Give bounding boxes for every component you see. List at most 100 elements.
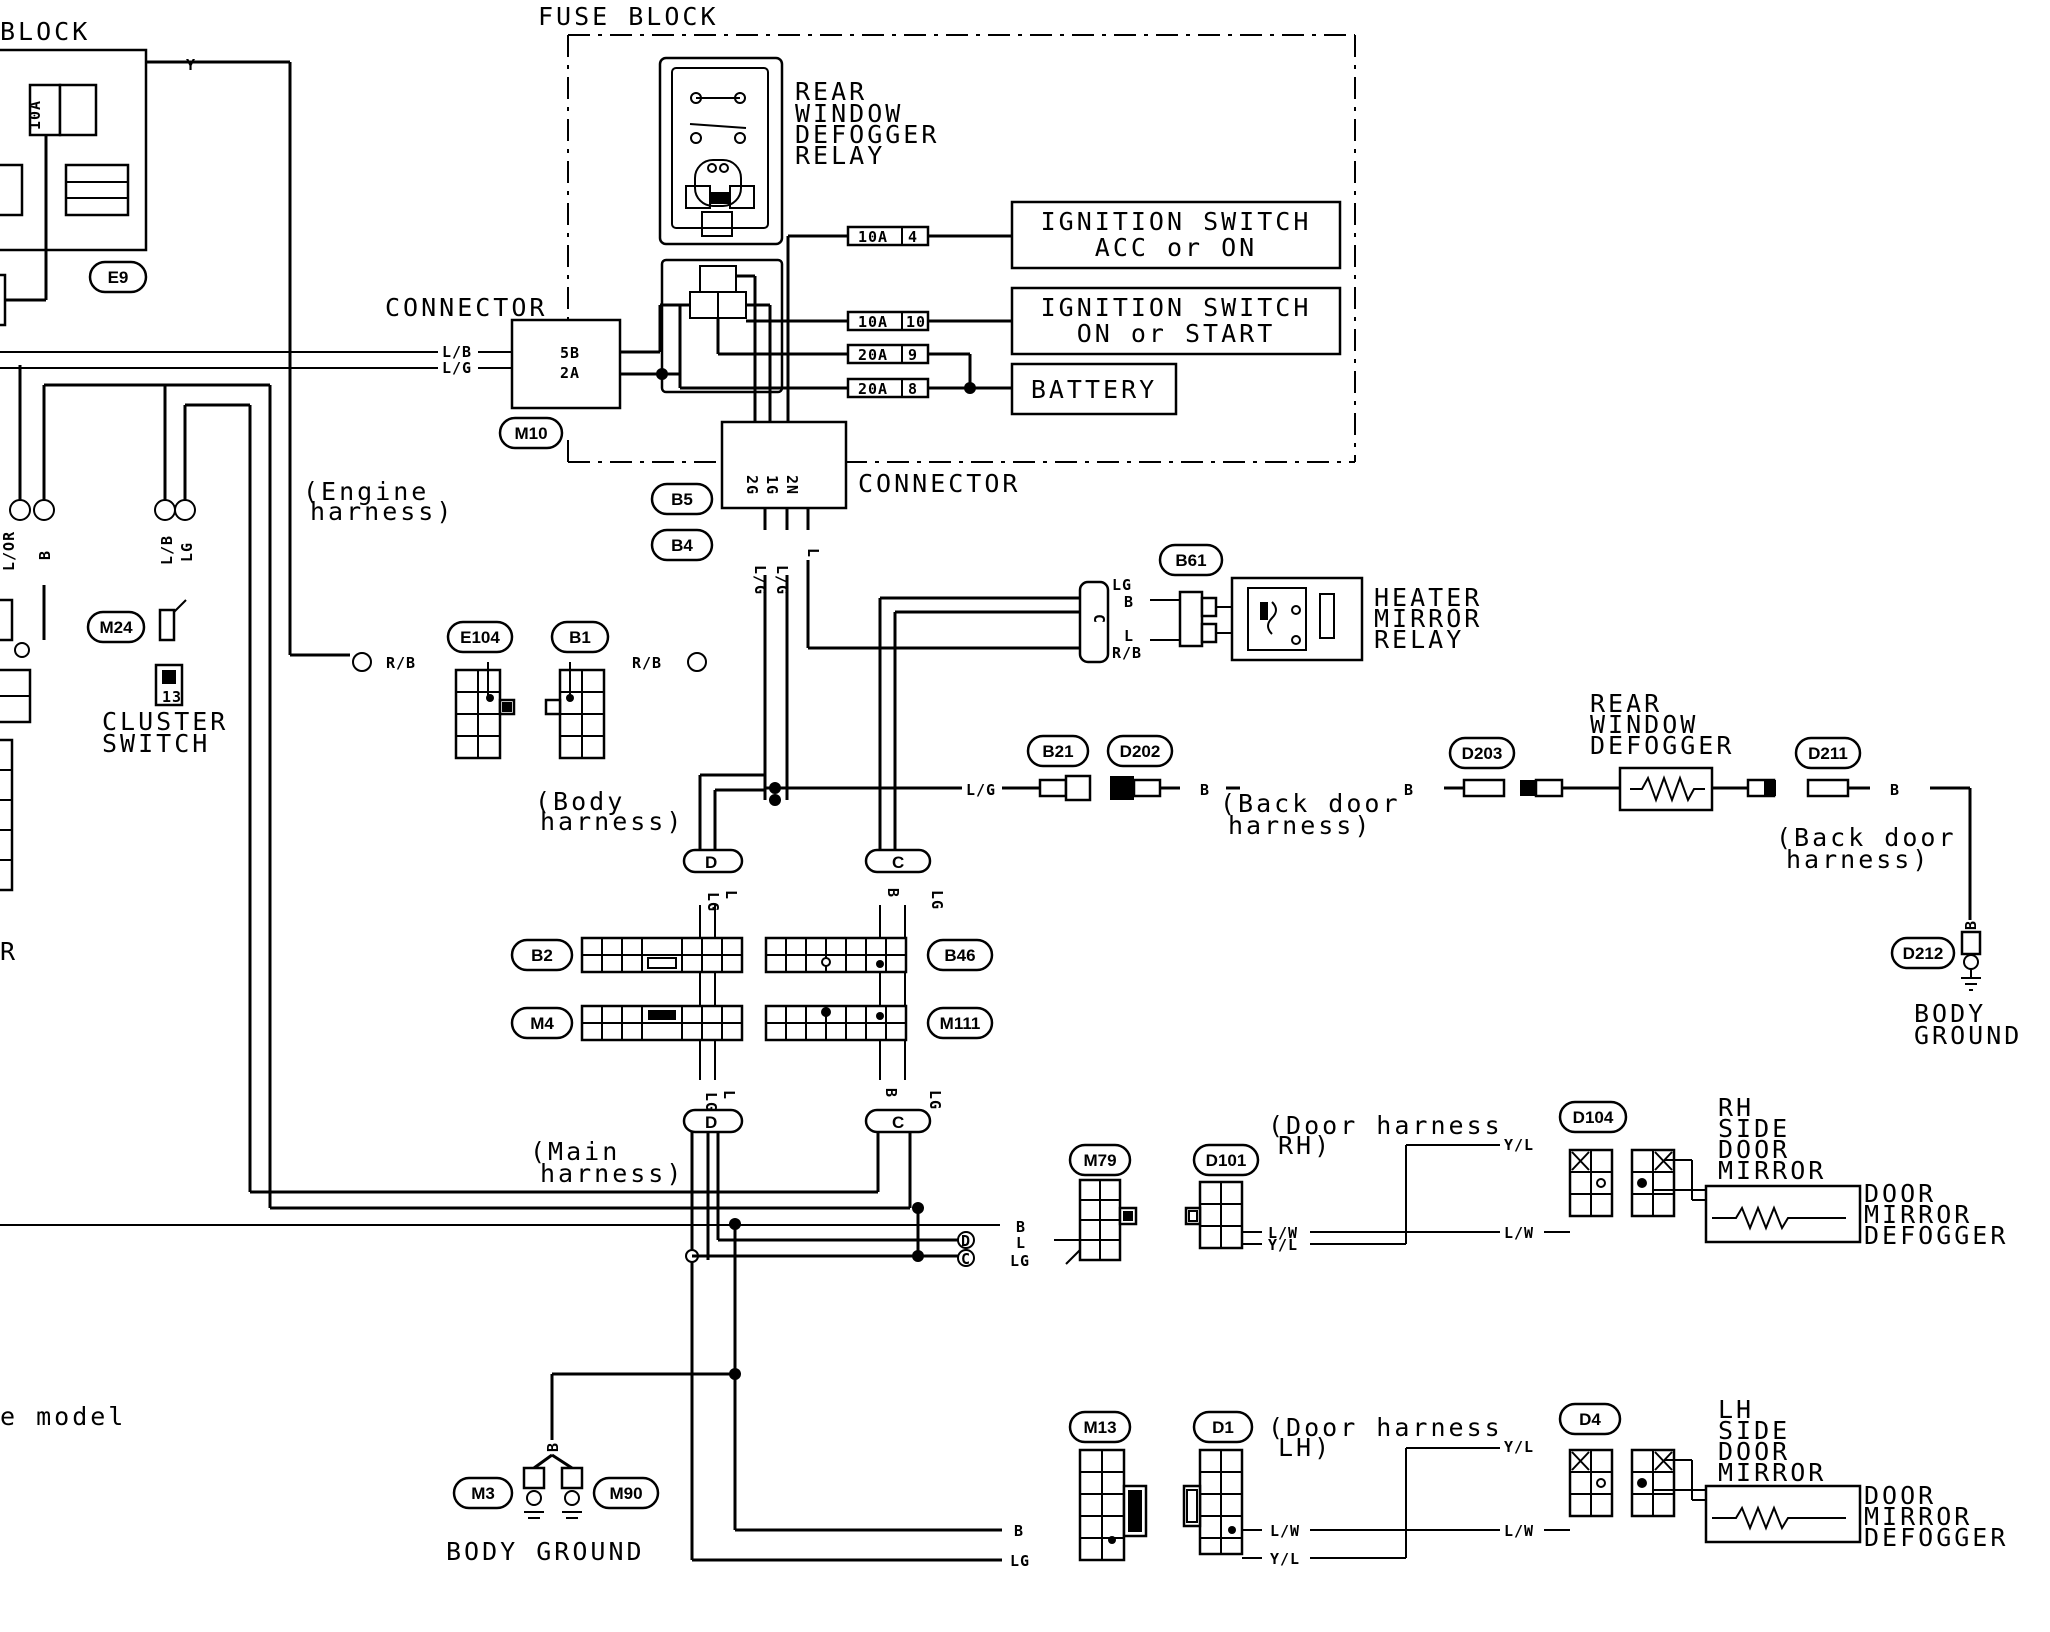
svg-text:B46: B46 — [944, 946, 975, 965]
wire-d1-yl-label: Y/L — [1270, 1550, 1300, 1568]
door-rh-label-1: (Door harness — [1268, 1111, 1503, 1140]
svg-text:B2: B2 — [531, 946, 553, 965]
d104-connector — [1568, 1148, 1676, 1218]
back-door-1-label-2: harness) — [1228, 811, 1372, 840]
m24-connector-tag: M24 — [86, 610, 146, 644]
wire-c-b2-label: B — [882, 1088, 900, 1098]
rear-relay-label-4: RELAY — [795, 141, 885, 170]
plug-c-lower — [864, 1108, 932, 1134]
wire-lor-label: L/OR — [0, 531, 18, 571]
engine-harness-label-1: (Engine — [303, 477, 429, 506]
m10-connector-tag: M10 — [498, 416, 564, 450]
svg-text:9: 9 — [908, 346, 918, 364]
b61-lg-label: LG — [1112, 576, 1132, 594]
wire-d-l1-label: L — [722, 890, 740, 900]
door-lh-label-2: LH) — [1278, 1433, 1332, 1462]
main-harness-label-2: harness) — [540, 1159, 684, 1188]
body-ground-left-label: BODY GROUND — [446, 1537, 645, 1566]
rh-mirror-label-1: RH — [1718, 1093, 1754, 1122]
rear-defogger-relay — [658, 56, 784, 246]
cluster-switch-label-2: SWITCH — [102, 729, 210, 758]
block-partial-label: BLOCK — [0, 17, 90, 46]
heater-relay-label-2: MIRROR — [1374, 604, 1482, 633]
svg-text:BATTERY: BATTERY — [1031, 375, 1157, 404]
svg-text:ON or START: ON or START — [1077, 319, 1276, 348]
ignition-switch-acc-on: IGNITION SWITCH ACC or ON — [1010, 200, 1342, 270]
back-door-2-label-2: harness) — [1786, 845, 1930, 874]
svg-text:2N: 2N — [783, 475, 801, 495]
svg-text:D104: D104 — [1573, 1108, 1614, 1127]
svg-text:1G: 1G — [763, 475, 781, 495]
lh-mirror-label-2: SIDE — [1718, 1416, 1790, 1445]
m4-connector — [580, 1004, 744, 1042]
ignition-switch-on-start: IGNITION SWITCH ON or START — [1010, 286, 1342, 356]
b2-connector — [580, 936, 744, 974]
door-mirror-def-rh-label-1: DOOR — [1864, 1179, 1936, 1208]
wire-d101-yl-label: Y/L — [1268, 1236, 1298, 1254]
rear-window-defogger — [1618, 766, 1714, 812]
svg-text:B21: B21 — [1042, 742, 1073, 761]
wire-lb2-label: L/B — [158, 535, 176, 565]
back-door-1-label-1: (Back door — [1220, 789, 1401, 818]
m90-connector-tag: M90 — [592, 1476, 660, 1510]
cluster-switch-connector — [154, 663, 184, 707]
door-mirror-def-rh-label-3: DEFOGGER — [1864, 1221, 2008, 1250]
svg-text:10A: 10A — [858, 228, 888, 246]
left-relay-slot — [58, 83, 98, 137]
model-partial-label: e model — [0, 1402, 126, 1431]
b1-connector-tag: B1 — [550, 620, 610, 654]
svg-text:D202: D202 — [1120, 742, 1161, 761]
d4-connector — [1568, 1448, 1676, 1518]
d1-connector-tag: D1 — [1192, 1410, 1254, 1444]
svg-text:D212: D212 — [1903, 944, 1944, 963]
svg-text:20A: 20A — [858, 380, 888, 398]
wire-b-back2-label: B — [1404, 781, 1414, 799]
svg-text:10A: 10A — [858, 313, 888, 331]
svg-text:E104: E104 — [460, 628, 500, 647]
left-block-slot-a — [64, 163, 130, 217]
svg-text:IGNITION SWITCH: IGNITION SWITCH — [1041, 293, 1312, 322]
wire-rb1-label: R/B — [386, 654, 416, 672]
back-door-2-label-1: (Back door — [1776, 823, 1957, 852]
wire-d4-lw-label: L/W — [1504, 1522, 1534, 1540]
svg-text:2G: 2G — [743, 475, 761, 495]
b1-connector — [544, 668, 606, 760]
body-harness-label-1: (Body — [535, 787, 625, 816]
wire-b-back1-label: B — [1200, 781, 1210, 799]
svg-text:B1: B1 — [569, 628, 591, 647]
wire-d-lg1-label: LG — [704, 892, 722, 912]
d203-connector-tag: D203 — [1448, 736, 1516, 770]
b4-connector-tag: B4 — [650, 528, 714, 562]
b46-connector — [764, 936, 908, 974]
rear-relay-label-1: REAR — [795, 77, 867, 106]
wire-m79-lg-label: LG — [1010, 1252, 1030, 1270]
b61-b-label: B — [1124, 593, 1134, 611]
m79-connector — [1078, 1178, 1138, 1262]
wire-d104-lw-label: L/W — [1504, 1224, 1534, 1242]
svg-text:D211: D211 — [1808, 744, 1848, 763]
wire-d104-yl-label: Y/L — [1504, 1136, 1534, 1154]
wire-lg2-label: LG — [178, 542, 196, 562]
svg-text:C: C — [961, 1250, 971, 1268]
wire-d101-lw-label: L/W — [1268, 1224, 1298, 1242]
rh-mirror-label-3: DOOR — [1718, 1135, 1790, 1164]
r-partial-label: R — [0, 937, 18, 966]
fuse-20a-8: 20A 8 — [846, 377, 930, 399]
m111-connector — [764, 1004, 908, 1042]
svg-text:IGNITION SWITCH: IGNITION SWITCH — [1041, 207, 1312, 236]
wire-m79-b-label: B — [1016, 1218, 1026, 1236]
d101-connector-tag: D101 — [1192, 1143, 1260, 1177]
fuse-10a-left-label: 10A — [26, 100, 44, 130]
body-harness-label-2: harness) — [540, 807, 684, 836]
b46-connector-tag: B46 — [926, 938, 994, 972]
rear-defogger-label-1: REAR — [1590, 689, 1662, 718]
lh-mirror-label-1: LH — [1718, 1395, 1754, 1424]
plug-d-upper — [682, 848, 744, 874]
wire-b-back3-label: B — [1890, 781, 1900, 799]
wire-m79-l-label: L — [1016, 1234, 1026, 1252]
wire-d-l2-label: L — [720, 1090, 738, 1100]
svg-text:D: D — [961, 1232, 971, 1250]
wire-b-d212-label: B — [1962, 920, 1980, 930]
svg-text:M13: M13 — [1083, 1418, 1116, 1437]
svg-text:C: C — [892, 853, 904, 872]
